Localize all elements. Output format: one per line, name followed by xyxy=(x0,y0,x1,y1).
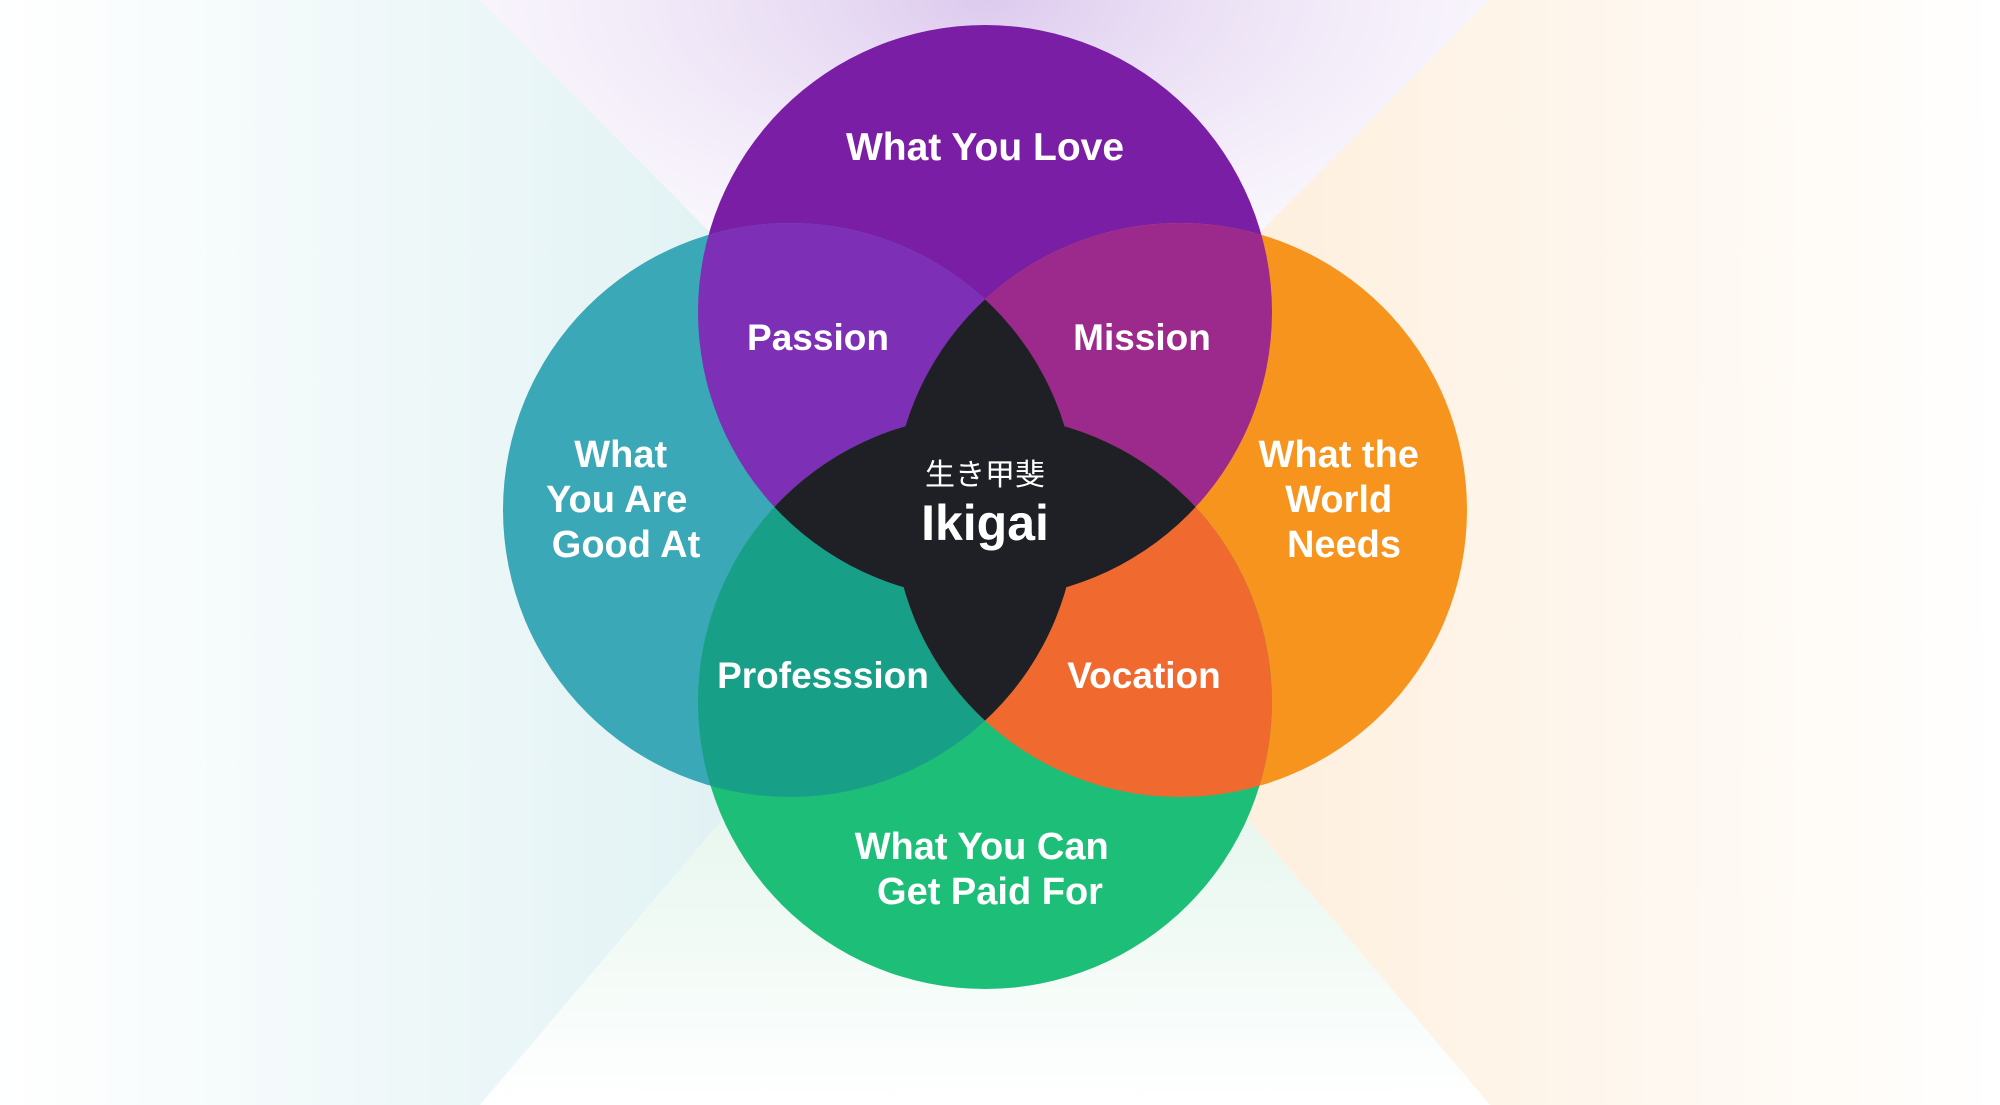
label-profession: Professsion xyxy=(717,655,929,696)
label-what-you-love: What You Love xyxy=(846,126,1124,169)
label-ikigai: Ikigai xyxy=(921,495,1049,551)
label-passion: Passion xyxy=(747,317,889,358)
label-mission: Mission xyxy=(1073,317,1211,358)
label-ikigai-japanese: 生き甲斐 xyxy=(925,459,1045,492)
label-what-the-world-needs: What the World Needs xyxy=(1259,434,1430,566)
label-what-you-can-get-paid-for: What You Can Get Paid For xyxy=(855,826,1120,913)
label-vocation: Vocation xyxy=(1067,655,1221,696)
ikigai-center-shape xyxy=(698,223,1272,797)
label-what-you-are-good-at: What You Are Good At xyxy=(546,434,701,566)
